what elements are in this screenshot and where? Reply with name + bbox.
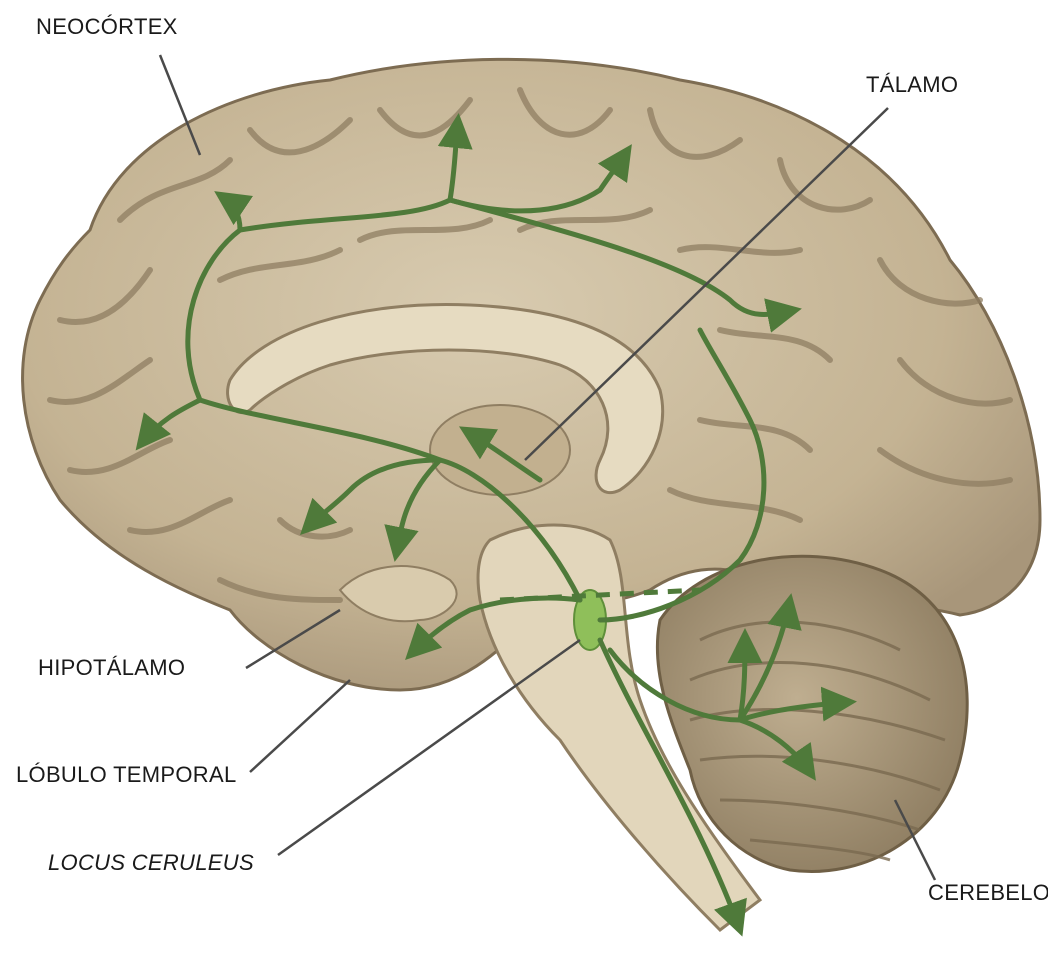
- label-locus-ceruleus: LOCUS CERULEUS: [48, 850, 254, 876]
- label-cerebellum: CEREBELO: [928, 880, 1048, 906]
- label-hypothalamus: HIPOTÁLAMO: [38, 655, 185, 681]
- label-temporal-lobe: LÓBULO TEMPORAL: [16, 762, 237, 788]
- label-thalamus: TÁLAMO: [866, 72, 958, 98]
- label-neocortex: NEOCÓRTEX: [36, 14, 178, 40]
